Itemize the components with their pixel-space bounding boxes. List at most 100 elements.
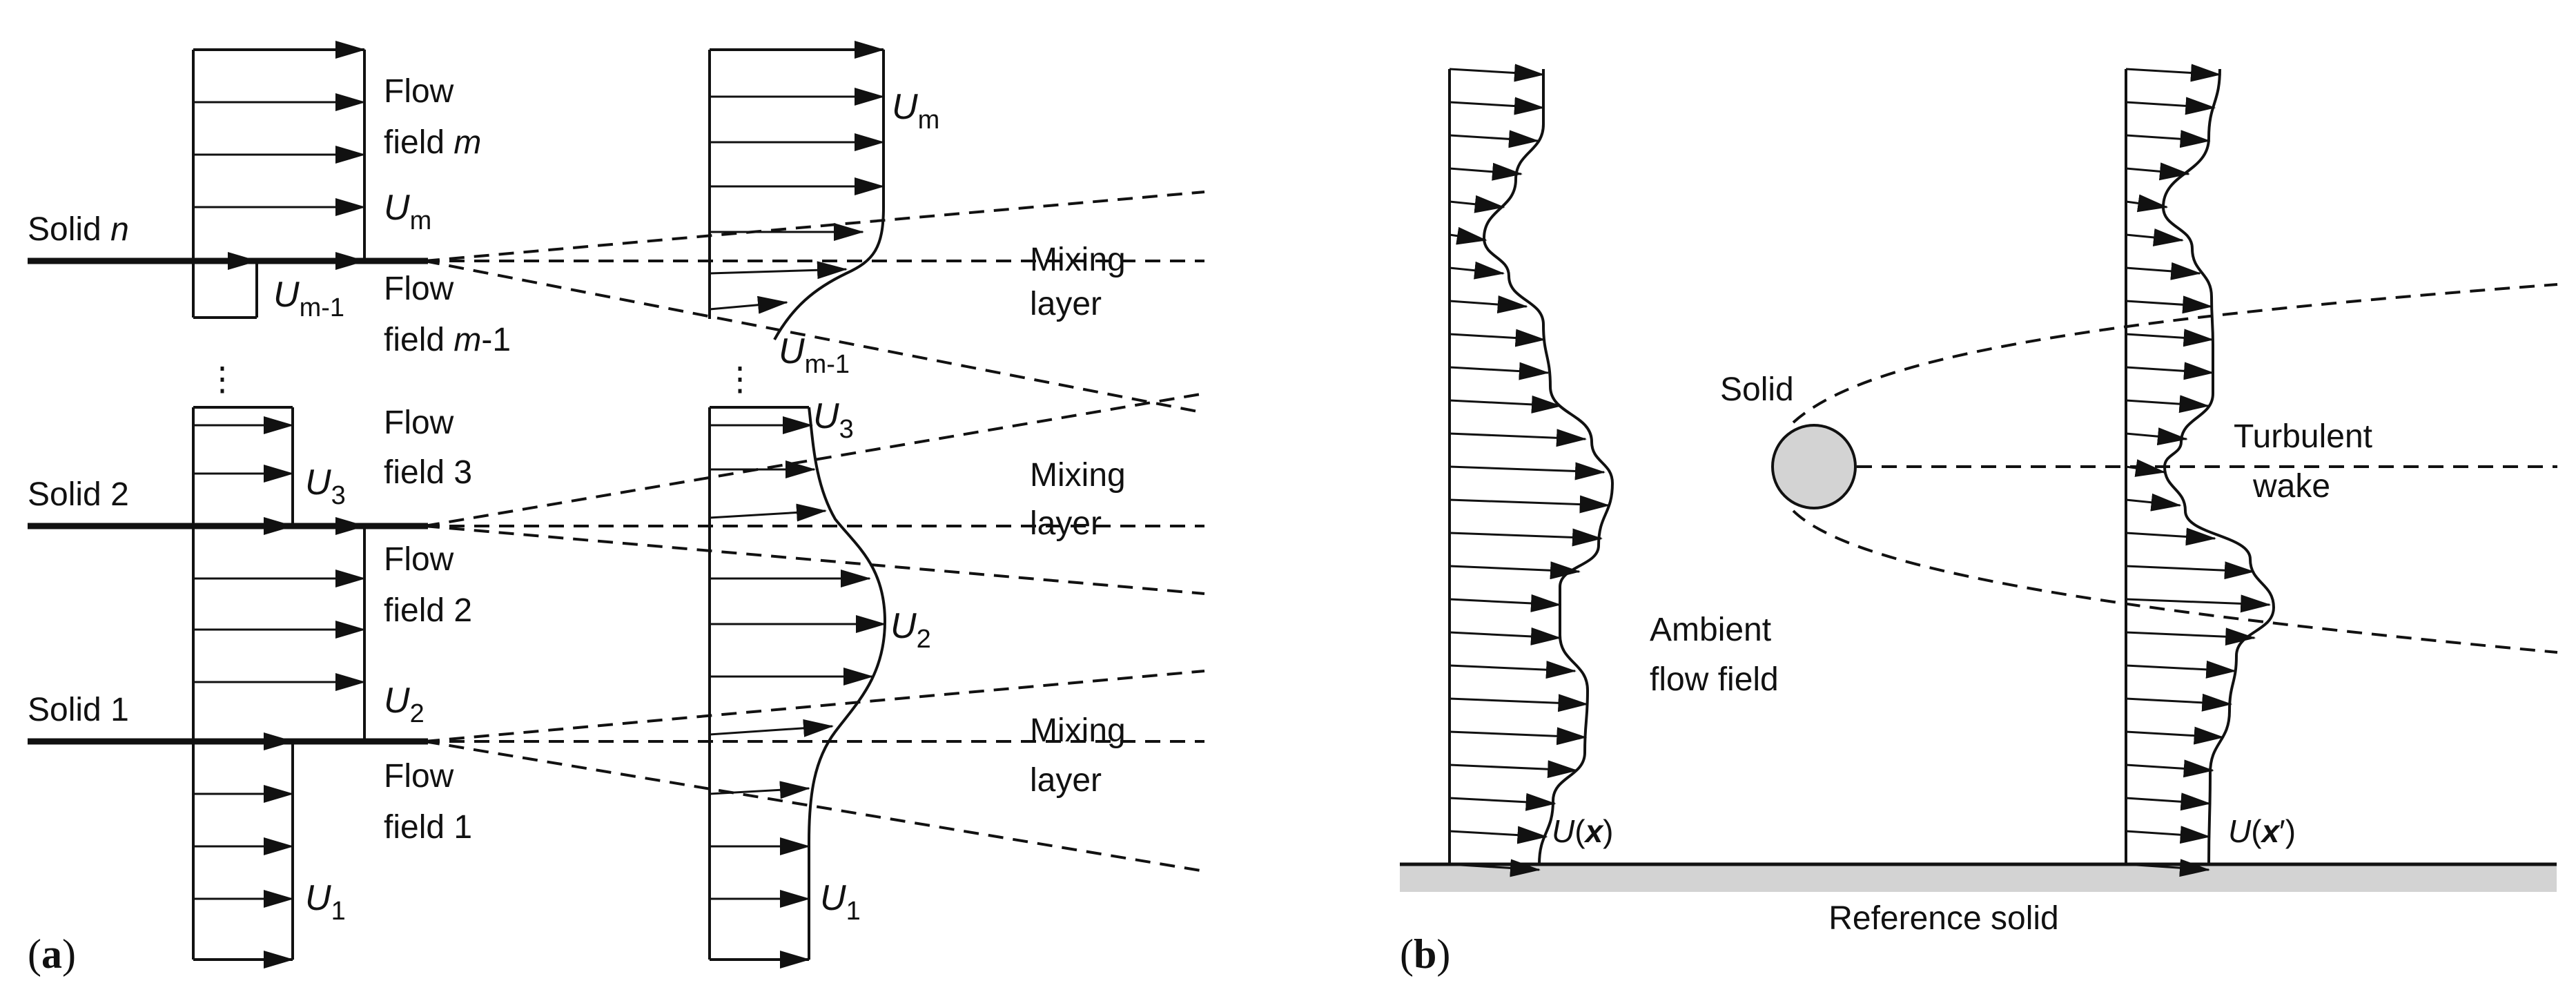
- panel-b: Reference solid Solid Turbulent wake Amb…: [1400, 64, 2558, 977]
- label-u-2-left: U2: [384, 681, 425, 728]
- velocity-arrow: [1449, 627, 1561, 645]
- velocity-arrow: [2125, 395, 2210, 414]
- velocity-arrow: [2125, 561, 2255, 580]
- velocity-arrow: [1449, 64, 1545, 82]
- svg-text:Flow: Flow: [384, 405, 454, 441]
- velocity-arrow: [2125, 64, 2221, 82]
- velocity-arrow: [1449, 661, 1577, 679]
- label-u-m-right: Um: [892, 87, 939, 135]
- svg-text:field 2: field 2: [384, 592, 472, 629]
- velocity-arrow: [1449, 694, 1589, 712]
- velocity-arrow: [2125, 362, 2214, 380]
- label-u-m1-left: Um-1: [273, 275, 344, 322]
- solid-n-label: Solid n: [28, 211, 129, 248]
- svg-text:Mixing: Mixing: [1030, 242, 1126, 278]
- velocity-arrow: [2125, 493, 2182, 512]
- velocity-arrow: [2125, 859, 2210, 877]
- velocity-arrow: [2125, 726, 2225, 745]
- mixing-lower-m: [424, 260, 1205, 414]
- velocity-arrow: [1449, 395, 1562, 414]
- velocity-arrow: [2125, 628, 2256, 646]
- svg-text:Mixing: Mixing: [1030, 457, 1126, 494]
- velocity-arrow: [2125, 759, 2214, 778]
- panel-a-label: (a): [28, 931, 76, 977]
- velocity-arrow: [2125, 97, 2216, 115]
- svg-text:Turbulent: Turbulent: [2234, 418, 2372, 455]
- label-u-1-right: U1: [820, 878, 861, 926]
- velocity-arrow: [2125, 693, 2233, 712]
- velocity-arrow: [1449, 226, 1487, 245]
- velocity-arrow: [2125, 427, 2188, 446]
- velocity-arrow: [1449, 97, 1545, 115]
- turbulent-wake-label: Turbulent wake: [2234, 418, 2372, 505]
- velocity-arrow: [1449, 162, 1523, 181]
- ambient-flow-field-label: Ambient flow field: [1650, 612, 1779, 698]
- velocity-arrow: [2125, 660, 2237, 679]
- velocity-arrow: [1449, 429, 1587, 447]
- velocity-arrow: [1449, 261, 1505, 280]
- svg-text:Flow: Flow: [384, 541, 454, 578]
- velocity-arrow: [1449, 295, 1528, 313]
- reference-solid-label: Reference solid: [1828, 900, 2059, 937]
- mixing-layer-label-upper: Mixing layer: [1030, 242, 1126, 322]
- flow-field-1-label: Flow field 1: [384, 758, 472, 846]
- svg-text:layer: layer: [1030, 286, 1102, 322]
- velocity-arrow: [1449, 195, 1505, 213]
- velocity-arrow: [709, 261, 848, 280]
- velocity-arrow: [2125, 329, 2214, 347]
- velocity-arrow: [1449, 594, 1561, 612]
- velocity-arrow: [2125, 792, 2212, 811]
- flow-field-3-label: Flow field 3: [384, 405, 472, 491]
- svg-text:flow field: flow field: [1650, 661, 1779, 698]
- svg-text:Flow: Flow: [384, 73, 454, 110]
- mixing-upper-1: [424, 670, 1205, 743]
- velocity-arrow: [709, 781, 810, 799]
- flow-field-m1-label: Flow field m-1: [384, 271, 511, 358]
- svg-text:layer: layer: [1030, 762, 1102, 799]
- svg-text:field m: field m: [384, 124, 481, 161]
- wake-boundary-upper: [1792, 283, 2558, 424]
- mixing-layer-label-lower: Mixing layer: [1030, 712, 1126, 799]
- left-profile-lines: [192, 48, 366, 961]
- svg-text:Mixing: Mixing: [1030, 712, 1126, 749]
- left-profile-arrows: [193, 41, 366, 969]
- label-u-2-right: U2: [890, 606, 931, 654]
- velocity-arrow: [1449, 462, 1606, 480]
- velocity-arrow: [1449, 859, 1541, 877]
- velocity-arrow: [2125, 295, 2214, 314]
- wake-profile-arrows: [2125, 64, 2272, 877]
- velocity-arrow: [1449, 760, 1579, 779]
- label-u-x: U(x): [1552, 813, 1613, 849]
- solid-2-label: Solid 2: [28, 476, 129, 513]
- mixing-lower-2: [424, 525, 1205, 595]
- svg-text:field 1: field 1: [384, 809, 472, 846]
- svg-text:field m-1: field m-1: [384, 322, 511, 358]
- velocity-arrow: [1449, 826, 1548, 844]
- mixing-upper-m: [424, 191, 1205, 262]
- velocity-arrow: [1449, 329, 1546, 347]
- velocity-arrow: [2125, 527, 2216, 546]
- label-u-3-left: U3: [305, 463, 346, 510]
- right-profile-curve-lower: [808, 407, 887, 960]
- wake-profile-curve: [2161, 68, 2276, 865]
- mixing-upper-2: [424, 392, 1205, 527]
- velocity-arrow: [2125, 262, 2202, 280]
- ellipsis-right: ⋮: [723, 361, 757, 398]
- velocity-arrow: [709, 719, 834, 737]
- ambient-profile-curve: [1482, 68, 1614, 865]
- velocity-arrow: [1449, 362, 1550, 380]
- velocity-arrow: [2125, 162, 2190, 181]
- velocity-arrow: [1449, 561, 1581, 580]
- velocity-arrow: [2125, 130, 2211, 148]
- svg-text:field 3: field 3: [384, 454, 472, 491]
- ellipsis-left: ⋮: [206, 361, 239, 398]
- velocity-arrow: [2125, 826, 2211, 844]
- velocity-arrow: [1449, 130, 1539, 148]
- flow-field-2-label: Flow field 2: [384, 541, 472, 629]
- mixing-layer-label-middle: Mixing layer: [1030, 457, 1126, 542]
- downstream-profile-arrows: [709, 41, 886, 969]
- reference-solid-ground: [1400, 864, 2557, 892]
- velocity-arrow: [709, 295, 788, 314]
- label-u-3-right: U3: [813, 396, 854, 444]
